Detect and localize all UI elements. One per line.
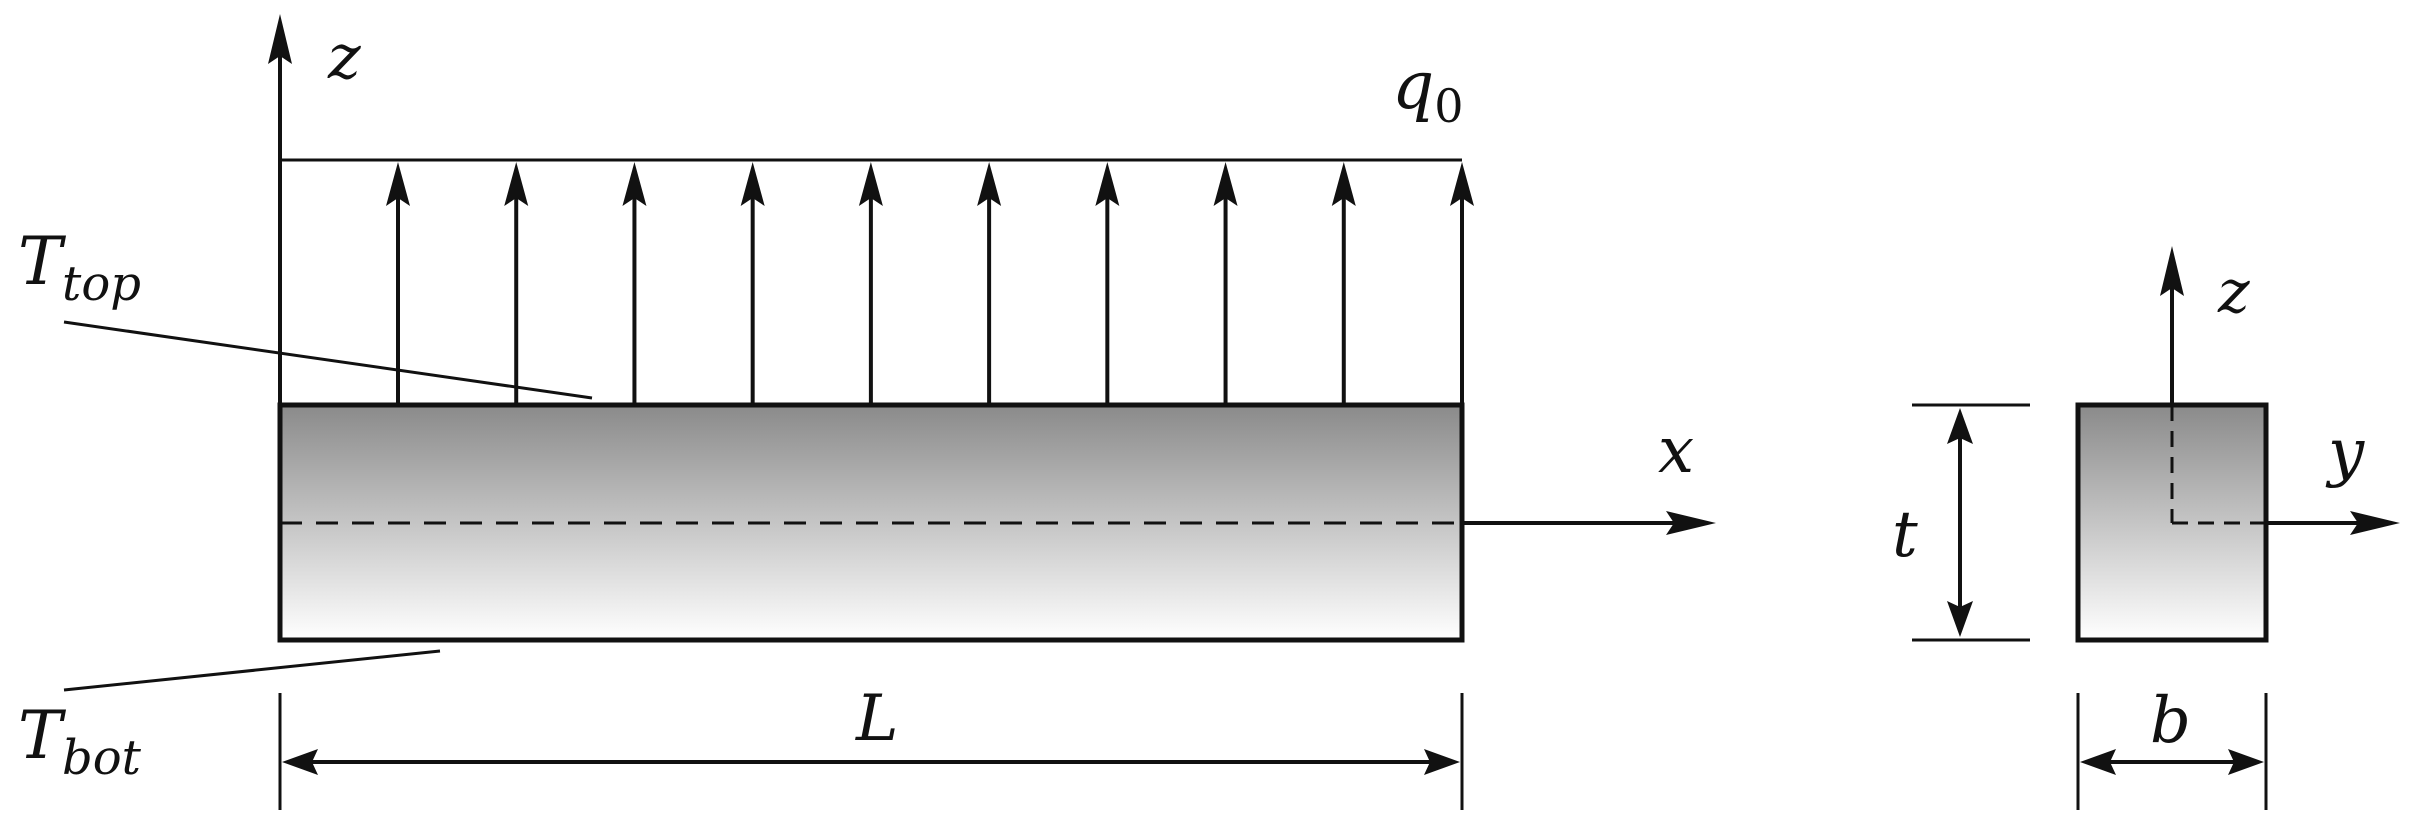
length-arrowhead-left	[282, 749, 318, 775]
load-arrowhead	[1095, 162, 1120, 206]
x-axis	[1462, 511, 1716, 535]
load-arrowhead	[977, 162, 1002, 206]
width-dimension	[2076, 693, 2268, 810]
ttop-subscript: top	[62, 256, 141, 312]
thickness-arrowhead-bottom	[1947, 601, 1973, 637]
load-arrowhead	[1450, 162, 1474, 206]
load-arrow	[740, 162, 765, 405]
load-arrow	[1331, 162, 1356, 405]
q0-main: q	[1392, 47, 1434, 124]
section-z-label: z	[2217, 257, 2250, 327]
section-y-axis	[2266, 511, 2400, 535]
tbot-leader-line	[63, 649, 441, 692]
load-arrowhead	[1331, 162, 1356, 206]
section-z-axis	[2160, 246, 2184, 405]
load-arrow	[977, 162, 1002, 405]
load-arrowhead	[504, 162, 529, 206]
thickness-arrowhead-top	[1947, 408, 1973, 444]
load-arrowhead	[386, 162, 410, 206]
tbot-main: T	[18, 697, 67, 774]
ttop-leader-line	[63, 320, 593, 400]
load-arrow	[1095, 162, 1120, 405]
load-arrow	[1213, 162, 1238, 405]
ttop-label: Ttop	[18, 223, 141, 312]
q0-subscript: 0	[1434, 79, 1463, 133]
x-axis-label: x	[1658, 414, 1694, 488]
load-arrowhead	[858, 162, 883, 206]
cross-section	[2075, 402, 2269, 643]
length-label: L	[855, 682, 899, 756]
section-z-arrowhead	[2160, 246, 2184, 296]
z-axis	[268, 14, 292, 405]
ttop-main: T	[18, 223, 67, 300]
q0-label: q0	[1392, 47, 1464, 133]
thickness-dimension	[1912, 403, 2030, 642]
load-arrowhead	[622, 162, 647, 206]
tbot-label: Tbot	[18, 697, 142, 786]
load-arrowhead	[1213, 162, 1238, 206]
length-arrowhead-right	[1424, 749, 1460, 775]
width-label: b	[2150, 684, 2191, 758]
load-arrow	[1450, 162, 1474, 405]
x-axis-arrowhead	[1666, 511, 1716, 535]
load-arrows	[386, 162, 1474, 405]
tbot-subscript: bot	[62, 730, 142, 786]
load-arrow	[622, 162, 647, 405]
z-axis-label: z	[327, 20, 361, 93]
load-arrowhead	[740, 162, 765, 206]
section-y-arrowhead	[2350, 511, 2400, 535]
z-axis-arrowhead	[268, 14, 292, 64]
load-arrow	[858, 162, 883, 405]
load-arrow	[504, 162, 529, 405]
thickness-label: t	[1892, 498, 1918, 572]
section-y-label: y	[2325, 416, 2365, 490]
width-arrowhead-right	[2228, 749, 2264, 775]
beam	[277, 402, 1465, 643]
length-dimension	[278, 693, 1464, 810]
width-arrowhead-left	[2080, 749, 2116, 775]
